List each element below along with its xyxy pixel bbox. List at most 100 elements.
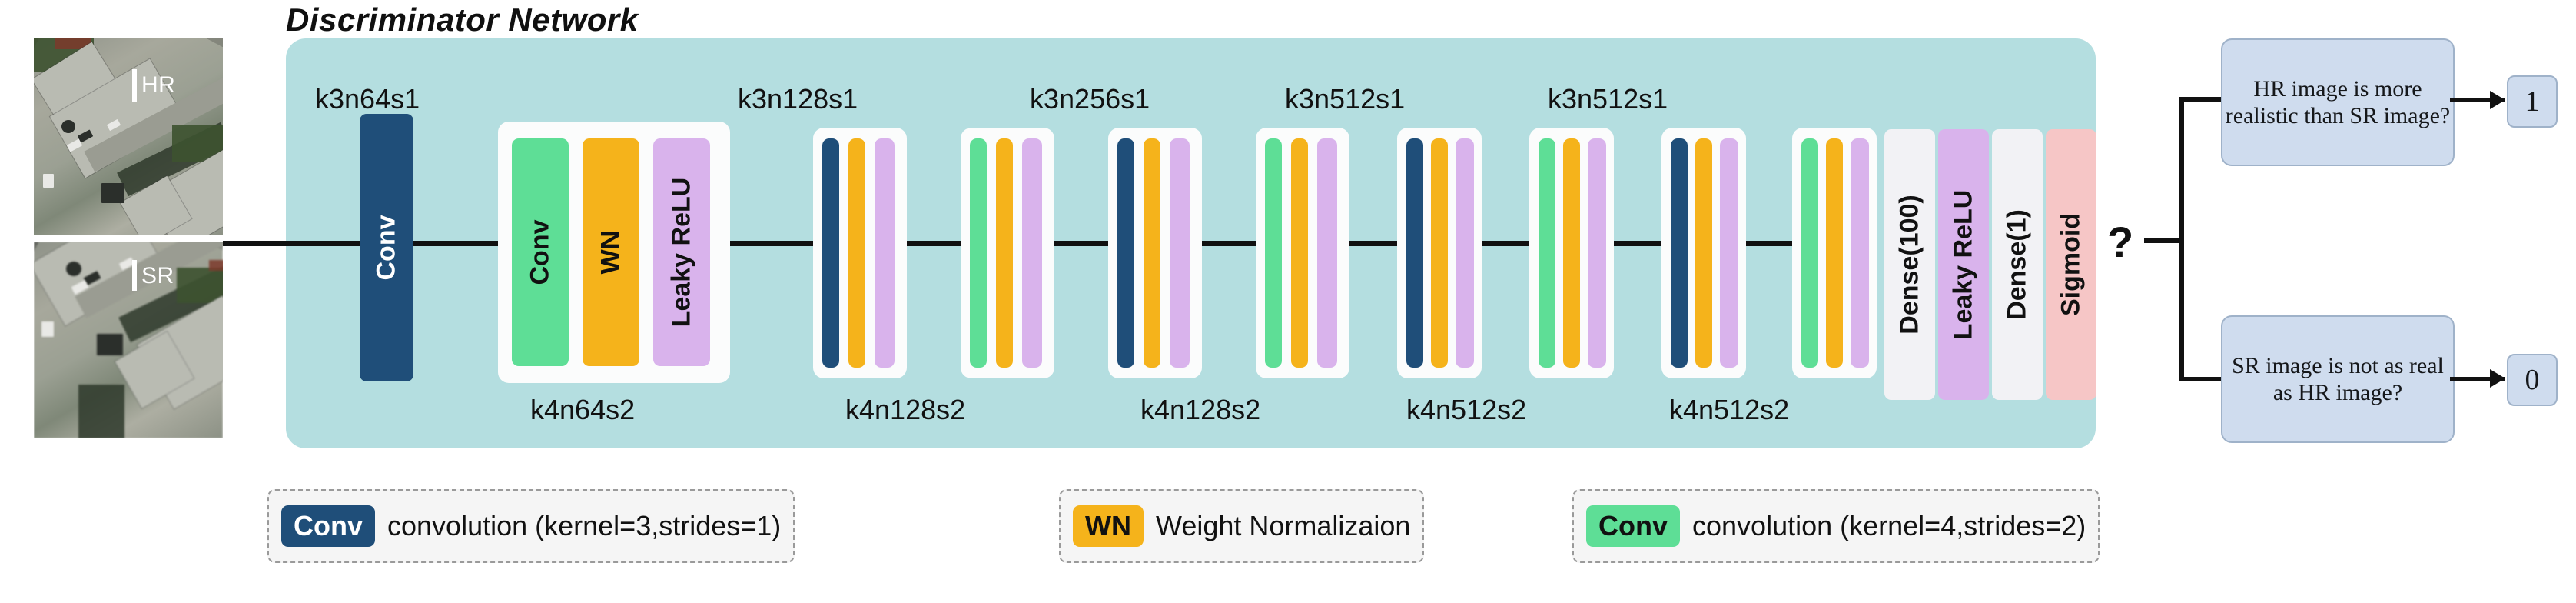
- sr-red-roof: [209, 260, 223, 271]
- legend-badge-wn: WN: [1073, 505, 1144, 547]
- sigmoid-block[interactable]: Sigmoid: [2046, 129, 2096, 400]
- branch-arm-bottom: [2179, 377, 2222, 381]
- wn-strip-5a[interactable]: [1695, 138, 1712, 368]
- hr-car-6: [43, 174, 54, 188]
- dense100-block[interactable]: Dense(100): [1884, 129, 1935, 400]
- block-group-4a: [1397, 128, 1482, 378]
- legend-item-conv-k4: Conv convolution (kernel=4,strides=2): [1572, 489, 2100, 563]
- flow-line-2: [730, 241, 815, 246]
- flow-line-6: [1349, 241, 1399, 246]
- lrelu-strip-2a[interactable]: [875, 138, 895, 368]
- dense100-label: Dense(100): [1894, 195, 1924, 335]
- conv-block-stage1-label: Conv: [371, 215, 401, 281]
- lrelu-strip-4b[interactable]: [1588, 138, 1606, 368]
- dense1-block[interactable]: Dense(1): [1992, 129, 2043, 400]
- output-box-0-value: 0: [2525, 364, 2540, 396]
- block-group-3b: [1256, 128, 1349, 378]
- hr-label: HR: [141, 72, 176, 98]
- bottom-label-4: k4n512s2: [1669, 394, 1790, 425]
- bottom-label-0: k4n64s2: [530, 394, 636, 425]
- flow-line-4: [1054, 241, 1110, 246]
- lrelu-block-1-label: Leaky ReLU: [666, 177, 696, 328]
- diagram-title: Discriminator Network: [286, 2, 639, 38]
- hr-car-5: [101, 183, 124, 203]
- branch-riser-up: [2179, 97, 2184, 243]
- conv-k3-strip-3a[interactable]: [1117, 138, 1134, 368]
- conv-k3-strip-5a[interactable]: [1671, 138, 1688, 368]
- output-box-1: 1: [2507, 75, 2558, 128]
- conv-k3-strip-2a[interactable]: [822, 138, 839, 368]
- conv-k4-strip-3b[interactable]: [1265, 138, 1282, 368]
- legend-item-wn: WN Weight Normalizaion: [1059, 489, 1425, 563]
- wn-strip-3b[interactable]: [1291, 138, 1308, 368]
- lrelu-strip-4a[interactable]: [1456, 138, 1474, 368]
- legend-item-conv-k3: Conv convolution (kernel=3,strides=1): [267, 489, 795, 563]
- hr-tick: [132, 69, 137, 102]
- hr-input-image: HR: [34, 38, 223, 235]
- bottom-label-2: k4n128s2: [1140, 394, 1261, 425]
- lrelu-block-1[interactable]: Leaky ReLU: [653, 138, 710, 366]
- output-arrowhead-0: [2490, 369, 2505, 388]
- branch-riser-down: [2179, 238, 2184, 381]
- legend-text-conv-k3: convolution (kernel=3,strides=1): [387, 510, 782, 541]
- input-images: HR SR: [34, 38, 223, 438]
- wn-block-1[interactable]: WN: [583, 138, 639, 366]
- sr-input-image: SR: [34, 242, 223, 438]
- sigmoid-label: Sigmoid: [2056, 212, 2086, 317]
- wn-strip-2b[interactable]: [996, 138, 1013, 368]
- wn-strip-5b[interactable]: [1826, 138, 1843, 368]
- sr-trees: [177, 268, 223, 303]
- flow-line-7: [1482, 241, 1531, 246]
- lrelu-strip-3a[interactable]: [1170, 138, 1190, 368]
- block-group-5b: [1792, 128, 1877, 378]
- block-group-2b: [961, 128, 1054, 378]
- branch-arm-top: [2179, 97, 2222, 102]
- wn-strip-4b[interactable]: [1563, 138, 1580, 368]
- conv-k4-strip-4b[interactable]: [1539, 138, 1555, 368]
- flow-line-8: [1614, 241, 1663, 246]
- lrelu-head-block[interactable]: Leaky ReLU: [1938, 129, 1989, 400]
- wn-strip-4a[interactable]: [1431, 138, 1448, 368]
- conv-k4-block-1-label: Conv: [525, 219, 555, 285]
- dense1-label: Dense(1): [2002, 209, 2032, 320]
- block-group-5a: [1661, 128, 1746, 378]
- sr-tick: [132, 260, 137, 291]
- conv-k3-strip-4a[interactable]: [1406, 138, 1423, 368]
- lrelu-strip-3b[interactable]: [1317, 138, 1337, 368]
- wn-strip-3a[interactable]: [1144, 138, 1160, 368]
- branch-stem: [2144, 238, 2184, 243]
- hr-car-3: [61, 120, 75, 133]
- block-group-2a: [813, 128, 907, 378]
- block-group-4b: [1529, 128, 1614, 378]
- lrelu-strip-2b[interactable]: [1022, 138, 1042, 368]
- hr-red-roof: [55, 38, 91, 49]
- decision-box-hr-text: HR image is more realistic than SR image…: [2225, 75, 2451, 128]
- conv-k4-strip-2b[interactable]: [970, 138, 987, 368]
- conv-k4-strip-5b[interactable]: [1801, 138, 1818, 368]
- block-group-1: Conv WN Leaky ReLU: [498, 122, 730, 383]
- question-mark: ?: [2107, 218, 2134, 266]
- conv-block-stage1[interactable]: Conv: [360, 114, 413, 381]
- decision-box-sr: SR image is not as real as HR image?: [2221, 315, 2455, 443]
- wn-block-1-label: WN: [596, 230, 626, 275]
- sr-car-5: [97, 334, 123, 355]
- bottom-label-3: k4n512s2: [1406, 394, 1527, 425]
- sr-car-6: [41, 321, 54, 337]
- legend-text-wn: Weight Normalizaion: [1155, 510, 1411, 541]
- output-line-0: [2450, 377, 2505, 381]
- lrelu-head-label: Leaky ReLU: [1948, 189, 1978, 340]
- input-flow-line: [223, 241, 392, 246]
- sr-label: SR: [141, 263, 174, 288]
- block-group-3a: [1108, 128, 1202, 378]
- wn-strip-2a[interactable]: [848, 138, 865, 368]
- conv-k4-block-1[interactable]: Conv: [512, 138, 569, 366]
- lrelu-strip-5b[interactable]: [1851, 138, 1869, 368]
- legend-badge-conv-k3: Conv: [281, 505, 375, 547]
- flow-line-1: [413, 241, 500, 246]
- sr-shadow-2: [78, 385, 124, 438]
- lrelu-strip-5a[interactable]: [1720, 138, 1738, 368]
- output-box-1-value: 1: [2525, 85, 2540, 118]
- top-label-1: k3n128s1: [738, 83, 858, 115]
- legend-text-conv-k4: convolution (kernel=4,strides=2): [1692, 510, 2086, 541]
